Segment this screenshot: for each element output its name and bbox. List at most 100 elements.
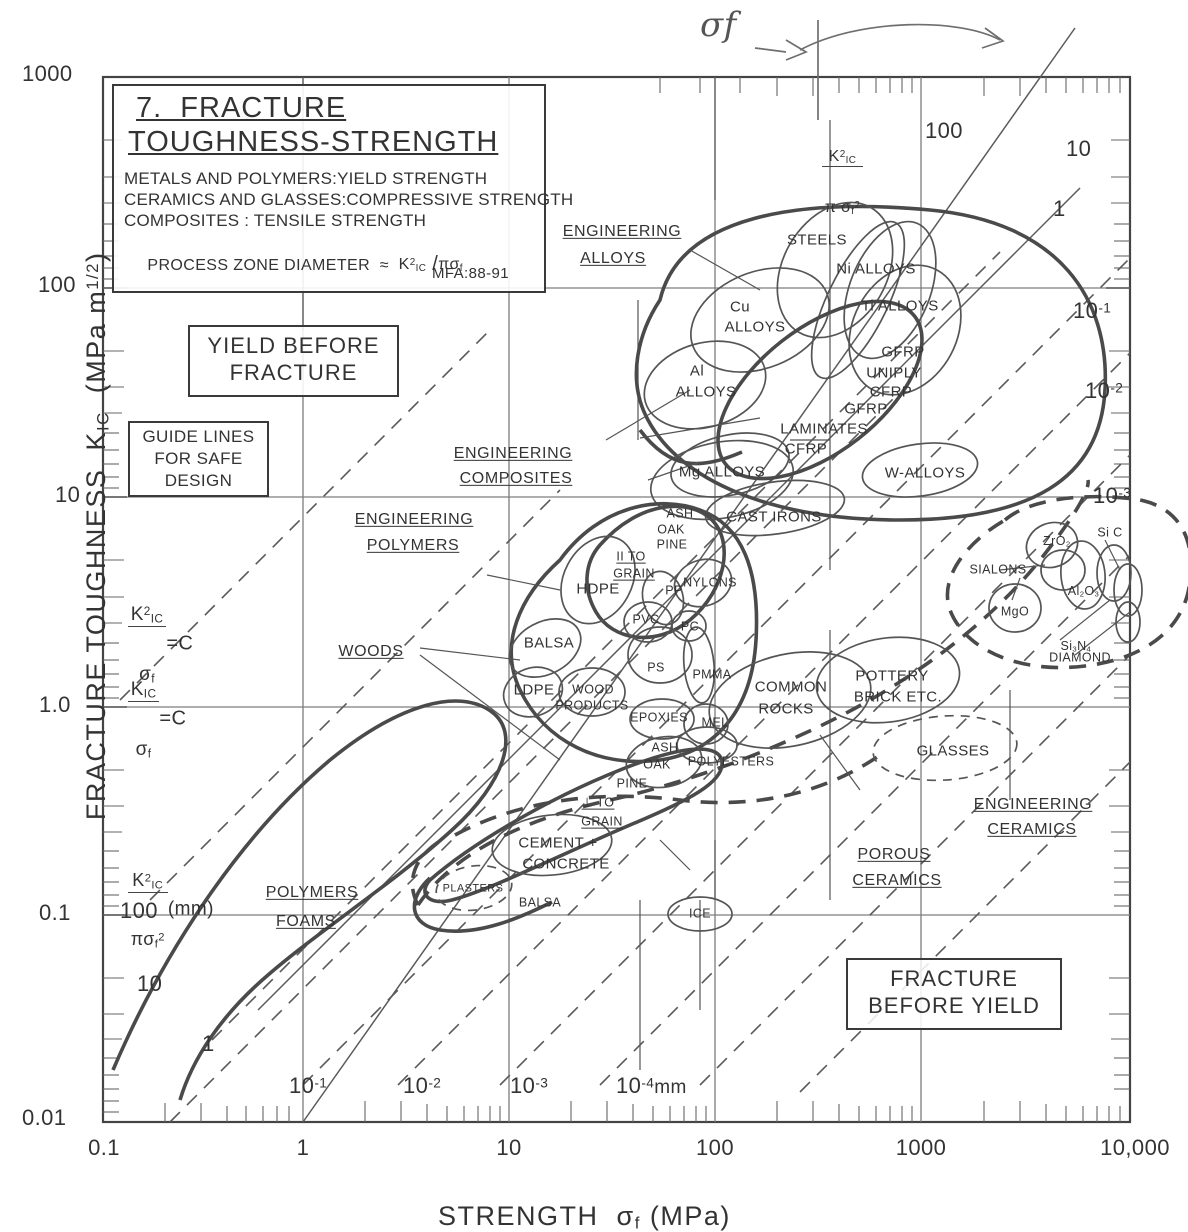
material-ps: PS [647,660,665,675]
pz-sub: IC [151,879,164,892]
xtick-1: 1 [296,1134,310,1160]
xtick-1000: 1000 [895,1134,947,1160]
zro2-base: ZrO [1043,533,1066,548]
contour-1e-1-base: 10 [1073,298,1099,324]
guide-lines-line2: FOR SAFE [154,449,243,468]
material-ash-bot: ASH [651,740,679,755]
zro2-sub: 2 [1065,539,1071,549]
contour-b1e-4-base: 10 [616,1073,642,1099]
y-axis-title: FRACTURE TOUGHNESS KIC (MPa m1/2) [55,252,113,838]
group-woods: WOODS [338,642,404,660]
contour-label-1e-3: 10-3 [1080,463,1131,508]
material-wood-products-1: WOOD [572,682,614,697]
group-engineering-composites-1: ENGINEERING [453,444,573,462]
contour-label-100: 100 [925,118,963,143]
material-steels: STEELS [787,231,847,249]
fracture-before-yield-line2: BEFORE YIELD [868,993,1040,1018]
g2-eq: =C [159,707,187,730]
ytick-1: 1.0 [39,692,71,717]
material-perp-grain-1: ⊥ TO [581,795,615,810]
si3n4-base: Si [1060,638,1073,653]
title-line-1: 7. FRACTURE [136,92,347,124]
material-glasses: GLASSES [916,742,990,760]
y-axis-kic-sub: IC [93,411,113,432]
material-al-alloys-2: ALLOYS [675,383,737,401]
guide-lines-box: GUIDE LINES FOR SAFE DESIGN [128,421,269,497]
material-oak-top: OAK [657,522,685,537]
material-parallel-grain-1: II TO [616,549,646,564]
author-credit: MFA:88-91 [432,265,509,282]
al2o3-sub1: 2 [1079,589,1085,599]
g2-den-sub: f [147,747,152,761]
fracture-before-yield-line1: FRACTURE [890,966,1018,991]
material-nylons: NYLONS [683,575,737,590]
title-line-4: CERAMICS AND GLASSES:COMPRESSIVE STRENGT… [124,190,574,209]
process-zone-axis-formula: K2IC πσf2 (mm) [118,818,214,987]
contour-b1e-3-base: 10 [510,1073,536,1099]
contour-label-1e-2: 10-2 [1072,358,1123,403]
yield-before-fracture-box: YIELD BEFORE FRACTURE [188,325,399,397]
contour-1e-3-base: 10 [1093,483,1119,509]
x-axis-title-text: STRENGTH [438,1200,599,1231]
guideline-formula-1: K2IC σf =C [118,550,193,725]
pz-unit: (mm) [167,898,214,920]
contour-mm-unit: mm [654,1077,687,1099]
contour-bottom-1e-1: 10-1 [276,1053,327,1098]
guideline-formula-2: KIC σf =C [118,625,186,800]
contour-1e-2-exp: -2 [1110,380,1124,396]
contour-b1e-1-exp: -1 [314,1075,328,1091]
contour-label-1e-1: 10-1 [1060,278,1111,323]
process-zone-text: PROCESS ZONE DIAMETER ≈ [147,257,399,275]
title-line-3: METALS AND POLYMERS:YIELD STRENGTH [124,169,488,188]
g1-sup: 2 [143,605,151,619]
contour-label-1: 1 [1053,196,1066,221]
guide-lines-line3: DESIGN [164,471,233,490]
guide-lines-line1: GUIDE LINES [142,427,255,446]
g2-sub: IC [143,687,157,701]
material-zro2: ZrO2 [1035,522,1070,548]
xtick-10: 10 [496,1134,522,1160]
xtick-100: 100 [696,1134,734,1160]
x-axis-title: STRENGTH σf (MPa) [420,1175,731,1231]
contour-1e-2-base: 10 [1085,378,1111,404]
group-porous-ceramics-1: POROUS [857,845,931,863]
group-porous-ceramics-2: CERAMICS [852,871,942,889]
contour-b1e-2-base: 10 [403,1073,429,1099]
si3n4-sub1: 3 [1072,644,1078,654]
material-polyesters: POLYESTERS [687,754,775,769]
ytick-10: 10 [55,482,81,507]
contour-bottom-1: 1 [202,1031,215,1056]
g1-den-sub: f [151,672,155,686]
material-al2o3: Al2O3 [1061,572,1100,598]
material-sic: Si C [1097,525,1123,540]
material-parallel-grain-2: GRAIN [613,566,655,581]
material-cu-alloys-1: Cu [730,298,750,316]
ytick-0p1: 0.1 [39,900,71,925]
g1-sub: IC [150,612,164,626]
contour-1e-1-exp: -1 [1098,300,1112,316]
material-pottery-2: BRICK ETC. [853,688,943,706]
material-perp-grain-2: GRAIN [581,814,623,829]
material-ice: ICE [688,906,712,921]
contour-1e-3-exp: -3 [1118,485,1132,501]
material-wood-products-2: PRODUCTS [555,698,629,713]
material-common-rocks-2: ROCKS [758,700,814,718]
contour-formula-top: K2IC π σf2 [812,100,864,250]
al2o3-base: Al [1067,583,1080,598]
contour-bottom-10: 10 [137,971,163,996]
process-zone-formula: PROCESS ZONE DIAMETER ≈ K2IC /πσf [147,253,463,276]
x-axis-units: (MPa) [640,1200,731,1231]
material-common-rocks-1: COMMON [754,678,828,696]
group-engineering-ceramics-1: ENGINEERING [973,795,1093,813]
material-cast-irons: CAST IRONS [726,508,822,526]
material-pc: PC [680,619,700,634]
material-sialons: SIALONS [969,562,1027,577]
si3n4-sub2: 4 [1086,644,1092,654]
material-epoxies: EPOXIES [630,710,688,725]
handwritten-sigma-annotation: σf [700,5,737,45]
material-al-alloys-1: Al [689,362,705,380]
group-polymers-foams-2: FOAMS [276,912,336,930]
chart-title-box: 7. FRACTURE TOUGHNESS-STRENGTH METALS AN… [112,84,573,293]
material-ldpe: LDPE [513,681,555,699]
